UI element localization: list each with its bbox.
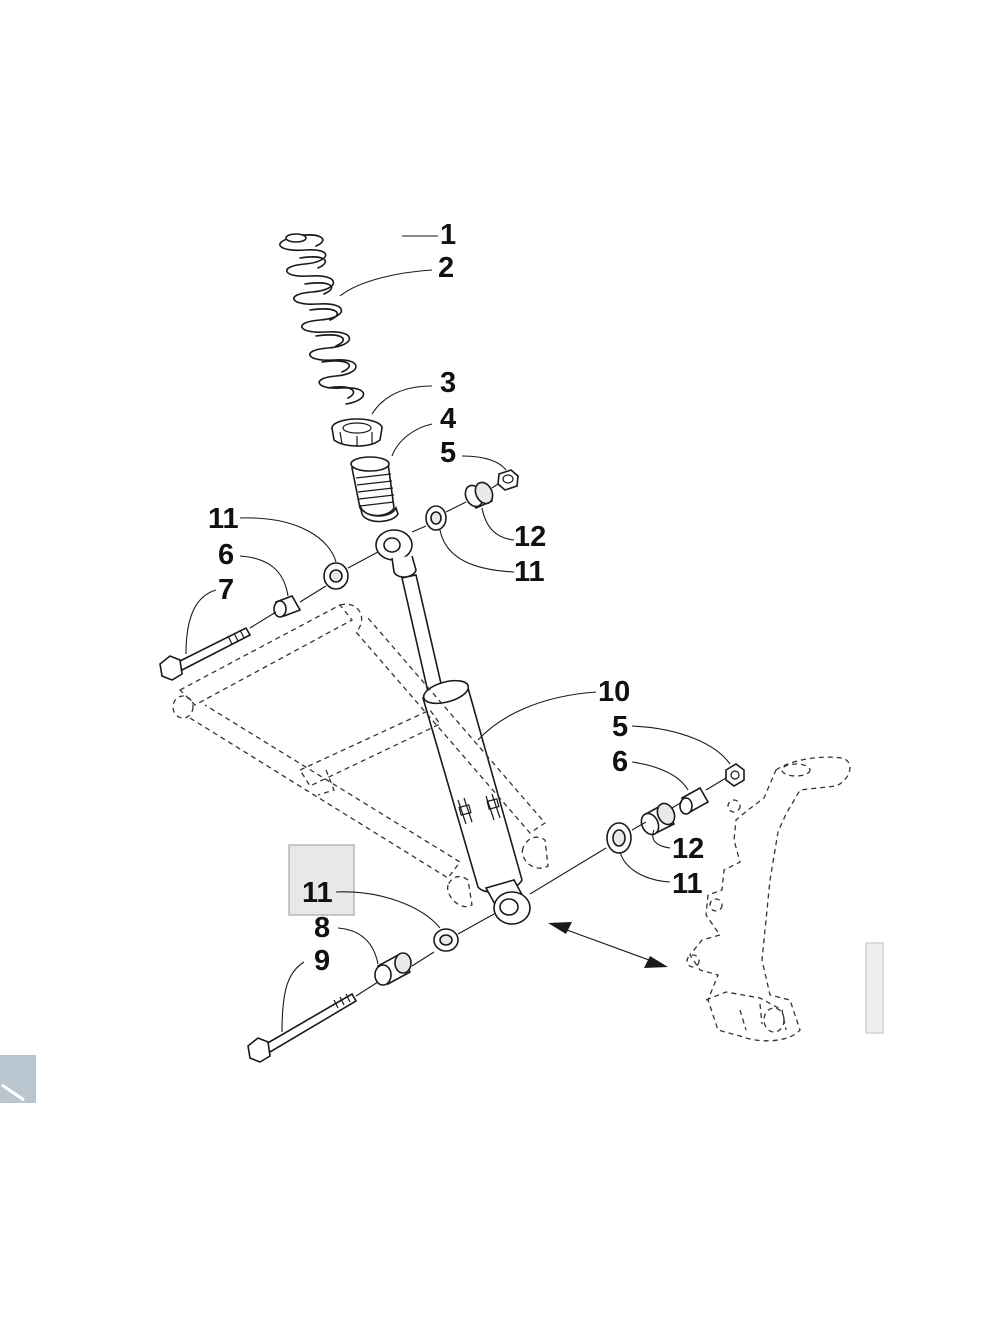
bolt-top: [159, 626, 252, 681]
spacer-bottom: [374, 952, 412, 986]
edge-artifact-right: [865, 942, 884, 1034]
washer-bottom: [433, 928, 459, 952]
callout-4: 4: [440, 403, 456, 435]
edge-artifact-left-mark: [1, 1083, 25, 1102]
callout-labels: 1 2 3 4 5 12 11 11 6 7 10 5 6 12 11 11 8…: [208, 219, 704, 977]
callout-12-top: 12: [514, 521, 546, 553]
threaded-sleeve: [350, 456, 399, 523]
spindle-knuckle: [686, 756, 851, 1042]
callout-1: 1: [440, 219, 456, 251]
spring-adjuster: [331, 418, 383, 447]
axis-line-bottom: [355, 777, 727, 997]
a-arm: [172, 603, 549, 908]
spacer-right: [679, 786, 710, 815]
callout-highlight-box: [288, 844, 355, 916]
callout-11-top-right: 11: [514, 556, 545, 588]
bushing-top: [464, 481, 494, 510]
callout-5-right: 5: [612, 711, 628, 743]
callout-11-top-left: 11: [208, 503, 239, 535]
callout-6-right: 6: [612, 746, 628, 778]
double-arrow: [548, 922, 668, 968]
callout-9: 9: [314, 945, 330, 977]
axis-line-top: [249, 483, 499, 629]
callout-10: 10: [598, 676, 630, 708]
callout-8: 8: [314, 912, 330, 944]
callout-2: 2: [438, 252, 454, 284]
washer-top-left: [323, 562, 349, 590]
spacer-top: [273, 595, 302, 618]
bushing-right: [640, 802, 676, 836]
nut-right: [725, 763, 745, 787]
callout-6-top: 6: [218, 539, 234, 571]
callout-11-right: 11: [672, 868, 703, 900]
callout-3: 3: [440, 367, 456, 399]
nut-top: [497, 469, 519, 491]
washer-top-right: [425, 505, 447, 531]
callout-5-top: 5: [440, 437, 456, 469]
bolt-bottom: [247, 992, 358, 1063]
callout-12-right: 12: [672, 833, 704, 865]
coil-spring: [279, 233, 365, 405]
washer-right: [606, 822, 632, 854]
shock-absorber: [375, 529, 531, 925]
callout-7: 7: [218, 574, 234, 606]
leader-lines: [185, 235, 731, 1033]
callout-11-bottom: 11: [302, 877, 333, 909]
